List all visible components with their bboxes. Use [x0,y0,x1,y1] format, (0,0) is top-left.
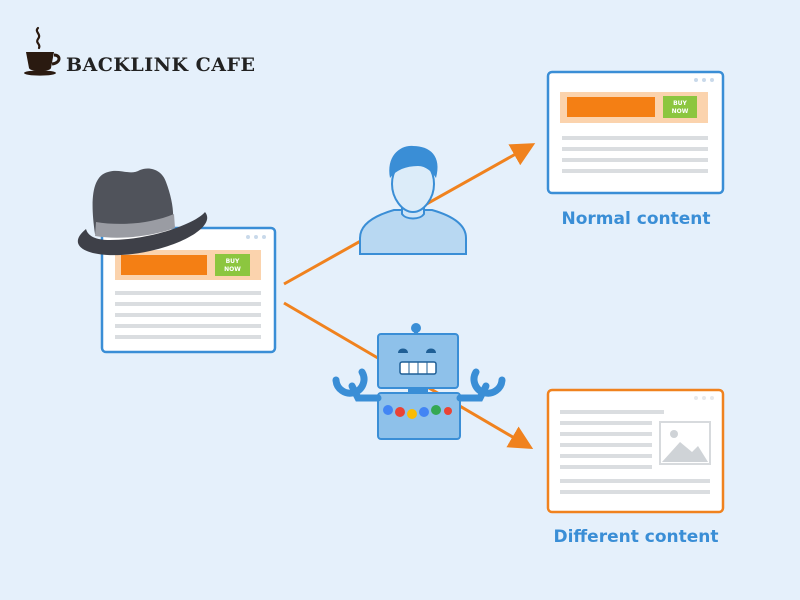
source-page-window: BUY NOW [100,226,277,354]
robot-icon [332,323,506,440]
source-buy-label-line2: NOW [224,266,241,273]
normal-content-window: BUY NOW [546,70,725,195]
coffee-cup-icon [24,26,61,76]
normal-buy-label-line2: NOW [672,108,689,115]
normal-buy-label-line1: BUY [673,100,687,107]
user-icon [359,145,467,255]
normal-content-caption: Normal content [561,209,711,229]
brand-logo: BACKLINK CAFE [22,26,256,78]
image-placeholder-icon [659,421,711,465]
different-content-window [546,388,725,514]
source-buy-label-line1: BUY [226,258,240,265]
different-content-caption: Different content [553,527,719,547]
brand-name: BACKLINK CAFE [66,54,256,76]
fedora-hat-icon [77,168,208,256]
